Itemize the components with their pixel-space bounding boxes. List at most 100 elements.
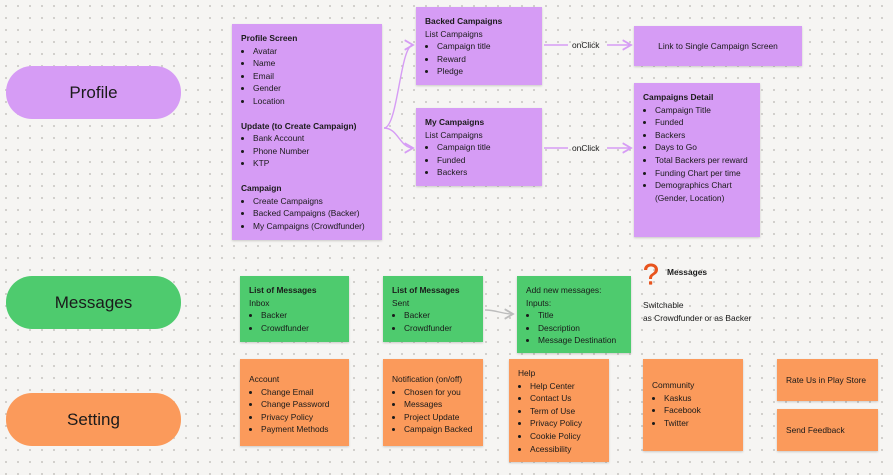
list-item: Acessibility xyxy=(530,443,600,456)
list-item: Chosen for you xyxy=(404,386,474,399)
onclick-label: onClick xyxy=(572,143,600,153)
my-campaigns-subtitle: List Campaigns xyxy=(425,129,483,140)
update-list: Bank Account Phone Number KTP xyxy=(241,132,373,170)
messages-sent-title: List of Messages xyxy=(392,285,460,295)
list-item: Message Destination xyxy=(538,334,622,347)
list-item: Pledge xyxy=(437,65,533,78)
link-single-campaign-note: Link to Single Campaign Screen xyxy=(634,26,802,66)
connector-profile-to-my xyxy=(383,127,413,148)
messages-sent-list: Backer Crowdfunder xyxy=(392,309,474,334)
list-item: Phone Number xyxy=(253,145,373,158)
list-item: Create Campaigns xyxy=(253,195,373,208)
send-feedback-note: Send Feedback xyxy=(777,409,878,451)
notification-title: Notification (on/off) xyxy=(392,374,463,384)
list-item: Backers xyxy=(655,129,751,142)
list-item: Days to Go xyxy=(655,141,751,154)
connector-sent-to-add xyxy=(484,310,513,314)
section-setting: Setting xyxy=(6,393,181,446)
list-item: Help Center xyxy=(530,380,600,393)
list-item: Total Backers per reward xyxy=(655,154,751,167)
update-title: Update (to Create Campaign) xyxy=(241,120,357,131)
list-item: Project Update xyxy=(404,411,474,424)
add-message-subtitle: Inputs: xyxy=(526,297,552,308)
list-item: Demographics Chart (Gender, Location) xyxy=(655,179,751,204)
campaigns-detail-title: Campaigns Detail xyxy=(643,92,714,102)
help-title: Help xyxy=(518,368,536,378)
campaigns-detail-list: Campaign Title Funded Backers Days to Go… xyxy=(643,104,751,205)
community-title: Community xyxy=(652,380,695,390)
backed-campaigns-list: Campaign title Reward Pledge xyxy=(425,40,533,78)
messages-sent-subtitle: Sent xyxy=(392,297,410,308)
help-note: Help Help Center Contact Us Term of Use … xyxy=(509,359,609,462)
account-note: Account Change Email Change Password Pri… xyxy=(240,359,349,446)
list-item: Campaign Title xyxy=(655,104,751,117)
campaign-title: Campaign xyxy=(241,182,282,193)
community-list: Kaskus Facebook Twitter xyxy=(652,392,734,430)
list-item: Privacy Policy xyxy=(530,417,600,430)
list-item: KTP xyxy=(253,157,373,170)
list-item: Cookie Policy xyxy=(530,430,600,443)
rate-us-note: Rate Us in Play Store xyxy=(777,359,878,401)
account-list: Change Email Change Password Privacy Pol… xyxy=(249,386,340,436)
campaign-list: Create Campaigns Backed Campaigns (Backe… xyxy=(241,195,373,233)
list-item: Backer xyxy=(261,309,340,322)
backed-campaigns-note: Backed Campaigns List Campaigns Campaign… xyxy=(416,7,542,85)
add-message-title: Add new messages: xyxy=(526,285,602,295)
list-item: Description xyxy=(538,322,622,335)
list-item: Change Email xyxy=(261,386,340,399)
profile-screen-note: Profile Screen Avatar Name Email Gender … xyxy=(232,24,382,240)
list-item: Messages xyxy=(404,398,474,411)
section-profile: Profile xyxy=(6,66,181,119)
list-item: Title xyxy=(538,309,622,322)
notification-note: Notification (on/off) Chosen for you Mes… xyxy=(383,359,483,446)
profile-screen-title: Profile Screen xyxy=(241,33,298,43)
list-item: Backers xyxy=(437,166,533,179)
messages-sent-note: List of Messages Sent Backer Crowdfunder xyxy=(383,276,483,342)
my-campaigns-list: Campaign title Funded Backers xyxy=(425,141,533,179)
community-note: Community Kaskus Facebook Twitter xyxy=(643,359,743,451)
connector-profile-to-backed xyxy=(383,45,413,129)
list-item: Payment Methods xyxy=(261,423,340,436)
list-item: Avatar xyxy=(253,45,373,58)
section-messages: Messages xyxy=(6,276,181,329)
account-title: Account xyxy=(249,374,280,384)
list-item: Change Password xyxy=(261,398,340,411)
link-single-campaign-label: Link to Single Campaign Screen xyxy=(658,40,778,51)
send-feedback-label: Send Feedback xyxy=(786,424,845,435)
question-mark-icon xyxy=(644,263,658,285)
list-item: Location xyxy=(253,95,373,108)
list-item: Campaign title xyxy=(437,40,533,53)
messages-inbox-title: List of Messages xyxy=(249,285,317,295)
list-item: Campaign Backed xyxy=(404,423,474,436)
list-item: Gender xyxy=(253,82,373,95)
list-item: Contact Us xyxy=(530,392,600,405)
backed-campaigns-title: Backed Campaigns xyxy=(425,16,503,26)
list-item: My Campaigns (Crowdfunder) xyxy=(253,220,373,233)
add-message-list: Title Description Message Destination xyxy=(526,309,622,347)
my-campaigns-note: My Campaigns List Campaigns Campaign tit… xyxy=(416,108,542,186)
campaigns-detail-note: Campaigns Detail Campaign Title Funded B… xyxy=(634,83,760,237)
list-item: Funded xyxy=(437,154,533,167)
backed-campaigns-subtitle: List Campaigns xyxy=(425,28,483,39)
note-messages-label: Messages xyxy=(667,267,708,277)
list-item: Email xyxy=(253,70,373,83)
my-campaigns-title: My Campaigns xyxy=(425,117,485,127)
add-message-note: Add new messages: Inputs: Title Descript… xyxy=(517,276,631,353)
onclick-label: onClick xyxy=(572,40,600,50)
list-item: Name xyxy=(253,57,373,70)
list-item: Twitter xyxy=(664,417,734,430)
messages-inbox-subtitle: Inbox xyxy=(249,297,270,308)
messages-inbox-list: Backer Crowdfunder xyxy=(249,309,340,334)
list-item: Backed Campaigns (Backer) xyxy=(253,207,373,220)
list-item: Privacy Policy xyxy=(261,411,340,424)
list-item: Funding Chart per time xyxy=(655,167,751,180)
help-list: Help Center Contact Us Term of Use Priva… xyxy=(518,380,600,456)
list-item: Funded xyxy=(655,116,751,129)
notification-list: Chosen for you Messages Project Update C… xyxy=(392,386,474,436)
messages-inbox-note: List of Messages Inbox Backer Crowdfunde… xyxy=(240,276,349,342)
profile-screen-list: Avatar Name Email Gender Location xyxy=(241,45,373,108)
list-item: Crowdfunder xyxy=(261,322,340,335)
list-item: Reward xyxy=(437,53,533,66)
note-switchable-line2: as Crowdfunder or as Backer xyxy=(643,313,752,323)
list-item: Crowdfunder xyxy=(404,322,474,335)
